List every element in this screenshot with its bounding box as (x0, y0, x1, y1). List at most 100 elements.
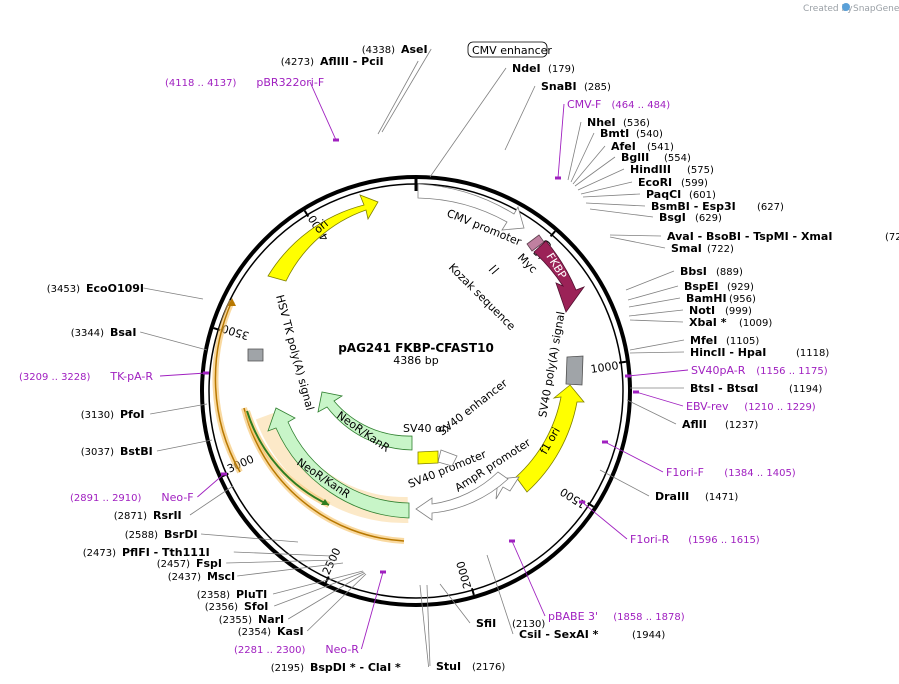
site-bbsi[interactable]: BbsI(889) (680, 265, 743, 278)
site-kasi[interactable]: (2354)KasI (238, 625, 304, 638)
feature-sv40-polya[interactable] (565, 355, 584, 386)
site-ecori[interactable]: EcoRI(599) (638, 176, 708, 189)
primer-ebv-rev[interactable]: EBV-rev(1210 .. 1229) (686, 400, 816, 413)
feature-fkbp[interactable] (533, 240, 586, 313)
site-fspi[interactable]: (2457)FspI (157, 557, 222, 570)
feature-f1-ori[interactable] (515, 384, 585, 493)
site-sfoi[interactable]: (2356)SfoI (205, 600, 269, 613)
site-paqci[interactable]: PaqCI(601) (646, 188, 716, 201)
site-bsrdi[interactable]: (2588)BsrDI (125, 528, 198, 541)
feature-sv40-enhancer[interactable] (437, 449, 458, 467)
site-name: StuI (436, 660, 461, 673)
feature-sv40-ori[interactable] (417, 450, 439, 465)
primer-range: (3209 .. 3228) (19, 372, 91, 383)
cmv-enhancer-box[interactable] (467, 41, 548, 58)
site-stui[interactable]: StuI(2176) (436, 660, 505, 673)
site-bsgi[interactable]: BsgI(629) (659, 211, 722, 224)
feature-neor-inner[interactable] (317, 391, 413, 451)
site-nari[interactable]: (2355)NarI (219, 613, 284, 626)
feature-neor-outer[interactable] (267, 407, 410, 519)
site-asei[interactable]: (4338)AseI (362, 43, 428, 56)
site-msci[interactable]: (2437)MscI (168, 570, 235, 583)
tick-mark (324, 576, 330, 584)
snapgene-logo-icon (842, 3, 850, 11)
primer-neo-r[interactable]: (2281 .. 2300)Neo-R (234, 643, 359, 656)
primer-neo-f[interactable]: (2891 .. 2910)Neo-F (70, 491, 194, 504)
site-ecoo109i[interactable]: (3453)EcoO109I (47, 282, 144, 295)
site-pos: (554) (664, 153, 691, 164)
site-pos: (1471) (705, 492, 738, 503)
site-pos: (3130) (81, 410, 114, 421)
primer-mark (625, 374, 631, 378)
primer-sv40pa-r[interactable]: SV40pA-R(1156 .. 1175) (691, 364, 828, 377)
primer-f1ori-f[interactable]: F1ori-F(1384 .. 1405) (666, 466, 796, 479)
site-bglii[interactable]: BglII(554) (621, 151, 691, 164)
site-hincii[interactable]: HincII - HpaI(1118) (690, 346, 829, 359)
site-name: EcoO109I (86, 282, 144, 295)
site-csii[interactable]: CsiI - SexAI *(1944) (519, 628, 665, 641)
site-pos: (1105) (726, 336, 759, 347)
primer-pbabe-3-[interactable]: pBABE 3'(1858 .. 1878) (548, 610, 685, 623)
primer-range: (2281 .. 2300) (234, 645, 306, 656)
site-pos: (1944) (632, 630, 665, 641)
site-bsmbi[interactable]: BsmBI - Esp3I(627) (651, 200, 784, 213)
site-mfei[interactable]: MfeI (1105) (690, 334, 759, 347)
restriction-site-labels: (4338)AseI(4273)AflIII - PciI NdeI(179) Sn… (47, 43, 899, 674)
site-hindiii[interactable]: HindIII(575) (630, 163, 714, 176)
site-pfoi[interactable]: (3130)PfoI (81, 408, 145, 421)
site-afei[interactable]: AfeI(541) (611, 140, 674, 153)
site-pos: (929) (727, 282, 754, 293)
site-pos: (999) (725, 306, 752, 317)
site-pflfi[interactable]: (2473)PflFI - Tth111I (83, 546, 210, 559)
site-name: NdeI (512, 62, 541, 75)
feature-cmv-enhancer-label: CMV enhancer (472, 44, 552, 57)
tick-mark (470, 587, 475, 596)
site-aflii[interactable]: AflII(1237) (682, 418, 758, 431)
site-pos: (599) (681, 178, 708, 189)
feature-cmv-promoter[interactable] (417, 183, 525, 231)
site-btsi[interactable]: BtsI - BtsαI(1194) (690, 382, 822, 395)
site-pos: (956) (729, 294, 756, 305)
site-pos: (720) (885, 232, 899, 243)
site-bsai[interactable]: (3344)BsaI (71, 326, 137, 339)
primer-pbr322ori-f[interactable]: (4118 .. 4137)pBR322ori-F (165, 76, 324, 89)
primer-range: (4118 .. 4137) (165, 78, 237, 89)
primer-cmv-f[interactable]: CMV-F(464 .. 484) (567, 98, 670, 111)
site-name: AseI (401, 43, 428, 56)
primer-name: F1ori-F (666, 466, 704, 479)
site-xbai[interactable]: XbaI *(1009) (689, 316, 772, 329)
site-snabi[interactable]: SnaBI(285) (541, 80, 611, 93)
site-nhei[interactable]: NheI(536) (587, 116, 650, 129)
site-pos: (2358) (197, 590, 230, 601)
site-bamhi[interactable]: BamHI(956) (686, 292, 756, 305)
site-avai[interactable]: AvaI - BsoBI - TspMI - XmaI(720) (667, 230, 899, 243)
site-smai[interactable]: SmaI(722) (671, 242, 734, 255)
watermark-prefix: Created by (803, 4, 853, 14)
feature-sv40-promoter[interactable] (415, 471, 509, 521)
site-sfii[interactable]: SfiI(2130) (476, 617, 545, 630)
primer-mark (633, 390, 639, 394)
site-bspdi[interactable]: (2195)BspDI * - ClaI * (271, 661, 401, 674)
primer-tk-pa-r[interactable]: (3209 .. 3228)TK-pA-R (19, 370, 153, 383)
site-name: SfoI (244, 600, 268, 613)
site-bstbi[interactable]: (3037)BstBI (81, 445, 153, 458)
site-draiii[interactable]: DraIII(1471) (655, 490, 738, 503)
primer-f1ori-r[interactable]: F1ori-R(1596 .. 1615) (630, 533, 760, 546)
site-bmti[interactable]: BmtI(540) (600, 127, 663, 140)
site-afliii[interactable]: (4273)AflIII - PciI (281, 55, 384, 68)
site-pluti[interactable]: (2358)PluTI (197, 588, 268, 601)
site-name: MfeI (690, 334, 717, 347)
feature-myc[interactable] (526, 234, 545, 252)
site-name: HincII - HpaI (690, 346, 766, 359)
site-name: SnaBI (541, 80, 577, 93)
site-rsrii[interactable]: (2871)RsrII (114, 509, 182, 522)
site-bspei[interactable]: BspEI(929) (684, 280, 754, 293)
feature-ori[interactable] (267, 194, 379, 282)
site-name: BtsI - BtsαI (690, 382, 758, 395)
primer-range: (2891 .. 2910) (70, 493, 142, 504)
site-noti[interactable]: NotI(999) (689, 304, 752, 317)
site-ndei[interactable]: NdeI(179) (512, 62, 575, 75)
primer-mark (380, 570, 386, 574)
feature-hsv-tk-box[interactable] (247, 348, 264, 362)
